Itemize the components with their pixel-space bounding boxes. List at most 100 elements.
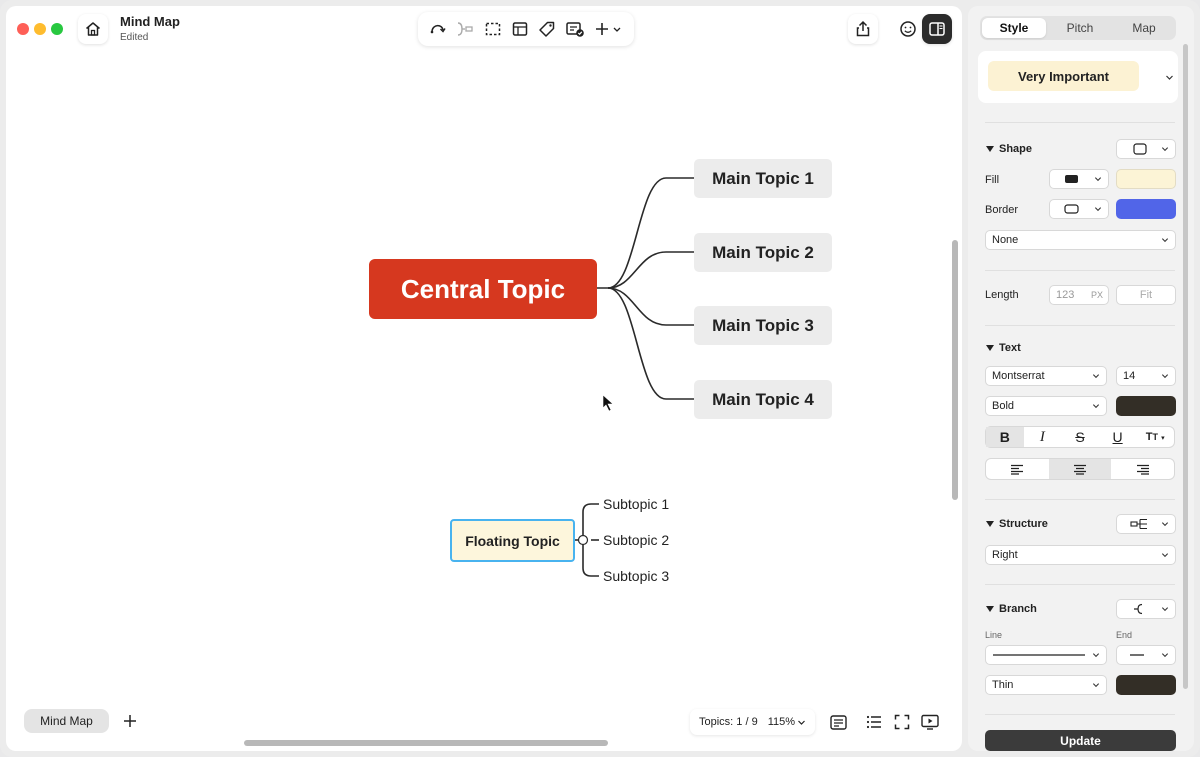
format-panel-toggle[interactable]: [922, 14, 952, 44]
topic-count: Topics: 1 / 9 115%: [690, 709, 816, 735]
align-right-icon: [1136, 464, 1149, 475]
outline-icon: [829, 714, 847, 730]
font-family-select[interactable]: Montserrat: [985, 366, 1107, 386]
strikethrough-button[interactable]: S: [1061, 427, 1099, 447]
task-icon[interactable]: [564, 18, 586, 40]
presentation-button[interactable]: [920, 712, 940, 732]
subtopic-2[interactable]: Subtopic 2: [603, 532, 670, 548]
font-weight-select[interactable]: Bold: [985, 396, 1107, 416]
main-topic-1[interactable]: Main Topic 1: [694, 159, 832, 198]
style-preset[interactable]: Very Important: [988, 61, 1139, 91]
relationship-icon[interactable]: [427, 18, 449, 40]
sidebar-icon: [929, 22, 945, 36]
share-button[interactable]: [848, 14, 878, 44]
select-icon[interactable]: [482, 18, 504, 40]
mind-map-canvas[interactable]: [6, 6, 962, 751]
boundary-icon[interactable]: [454, 18, 476, 40]
tab-style[interactable]: Style: [982, 18, 1046, 38]
sheet-tab[interactable]: Mind Map: [24, 709, 109, 733]
text-color-swatch[interactable]: [1116, 396, 1176, 416]
font-family-value: Montserrat: [992, 370, 1045, 382]
zoom-control[interactable]: 115%: [768, 716, 806, 728]
underline-button[interactable]: U: [1099, 427, 1137, 447]
minimize-window-button[interactable]: [34, 23, 46, 35]
chevron-down-icon[interactable]: [1165, 73, 1174, 82]
structure-select[interactable]: Right: [985, 545, 1176, 565]
italic-button[interactable]: I: [1024, 427, 1062, 447]
summary-icon[interactable]: [509, 18, 531, 40]
outline-button[interactable]: [828, 712, 848, 732]
chevron-down-icon: [1161, 553, 1169, 558]
align-right-button[interactable]: [1111, 459, 1174, 479]
disclosure-triangle-icon: [986, 146, 994, 153]
branch-color-swatch[interactable]: [1116, 675, 1176, 695]
insert-icon[interactable]: [591, 18, 625, 40]
bold-button[interactable]: B: [986, 427, 1024, 447]
tab-pitch[interactable]: Pitch: [1066, 21, 1094, 35]
plus-icon: [124, 715, 136, 727]
rounded-rect-icon: [1133, 143, 1147, 155]
font-size-select[interactable]: 14: [1116, 366, 1176, 386]
branch-curve-icon: [1134, 603, 1143, 615]
fill-type-picker[interactable]: [1049, 169, 1109, 189]
text-section-title[interactable]: Text: [986, 342, 1021, 354]
disclosure-triangle-icon: [986, 606, 994, 613]
floating-topic[interactable]: Floating Topic: [450, 519, 575, 562]
main-topic-4[interactable]: Main Topic 4: [694, 380, 832, 419]
update-button[interactable]: Update: [985, 730, 1176, 751]
panel-scrollbar[interactable]: [1183, 44, 1188, 689]
chevron-down-icon: [1092, 653, 1100, 658]
list-view-button[interactable]: [864, 712, 884, 732]
horizontal-scrollbar[interactable]: [244, 740, 608, 746]
list-icon: [866, 715, 881, 729]
length-input[interactable]: 123 PX: [1049, 285, 1109, 305]
line-style-select[interactable]: [985, 645, 1107, 665]
emoji-button[interactable]: [893, 14, 923, 44]
home-button[interactable]: [78, 14, 108, 44]
align-left-button[interactable]: [986, 459, 1049, 479]
chevron-down-icon: [1094, 207, 1102, 212]
border-color-swatch[interactable]: [1116, 199, 1176, 219]
maximize-window-button[interactable]: [51, 23, 63, 35]
chevron-down-icon: [1161, 147, 1169, 152]
branch-section-title[interactable]: Branch: [986, 603, 1037, 615]
fill-label: Fill: [985, 174, 1000, 186]
structure-section-title[interactable]: Structure: [986, 518, 1048, 530]
solid-line-icon: [993, 654, 1085, 656]
end-label: End: [1116, 630, 1133, 640]
text-case-icon: TT ▾: [1145, 431, 1165, 443]
close-window-button[interactable]: [17, 23, 29, 35]
text-case-button[interactable]: TT ▾: [1136, 427, 1174, 447]
tab-map[interactable]: Map: [1132, 21, 1156, 35]
align-center-icon: [1074, 464, 1086, 475]
line-end-select[interactable]: [1116, 645, 1176, 665]
border-outline-icon: [1064, 204, 1079, 214]
vertical-scrollbar[interactable]: [952, 240, 958, 500]
divider: [985, 122, 1175, 123]
main-topic-2[interactable]: Main Topic 2: [694, 233, 832, 272]
strikethrough-icon: S: [1075, 429, 1085, 445]
line-thickness-select[interactable]: Thin: [985, 675, 1107, 695]
align-center-button[interactable]: [1048, 459, 1112, 479]
chevron-down-icon: [1092, 374, 1100, 379]
subtopic-1[interactable]: Subtopic 1: [603, 496, 670, 512]
style-preset-card[interactable]: Very Important: [978, 51, 1178, 103]
shape-section-title[interactable]: Shape: [986, 143, 1032, 155]
branch-lines: [575, 177, 694, 577]
length-fit-button[interactable]: Fit: [1116, 285, 1176, 305]
tag-icon[interactable]: [536, 18, 558, 40]
font-size-value: 14: [1123, 370, 1136, 382]
structure-picker[interactable]: [1116, 514, 1176, 534]
branch-style-picker[interactable]: [1116, 599, 1176, 619]
central-topic[interactable]: Central Topic: [369, 259, 597, 319]
subtopic-3[interactable]: Subtopic 3: [603, 568, 670, 584]
border-label: Border: [985, 204, 1019, 216]
shape-picker[interactable]: [1116, 139, 1176, 159]
add-sheet-button[interactable]: [118, 709, 142, 733]
main-topic-3[interactable]: Main Topic 3: [694, 306, 832, 345]
border-type-picker[interactable]: [1049, 199, 1109, 219]
fullscreen-button[interactable]: [892, 712, 912, 732]
border-pattern-select[interactable]: None: [985, 230, 1176, 250]
bold-icon: B: [999, 429, 1010, 445]
fill-color-swatch[interactable]: [1116, 169, 1176, 189]
